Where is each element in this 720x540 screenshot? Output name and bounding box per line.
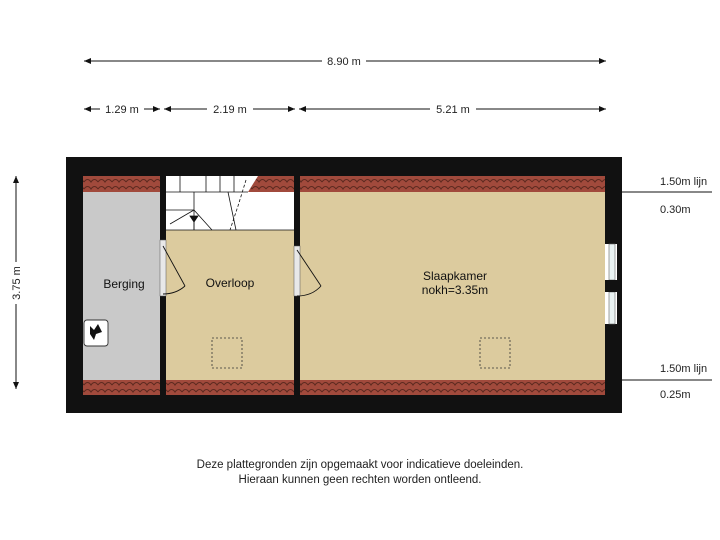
berging-floor [83, 192, 160, 380]
dimension-total-width-label: 8.90 m [327, 56, 361, 68]
door-berging [162, 245, 186, 295]
dimension-depth: 3.75 m [8, 176, 24, 389]
room-label-slaapkamer: Slaapkamer [423, 269, 487, 283]
door-frame [159, 239, 167, 297]
dimension-segment-3-label: 5.21 m [436, 104, 470, 116]
slaapkamer-floor [300, 192, 605, 380]
dimension-total-width: 8.90 m [84, 53, 606, 69]
roof-tiles [166, 380, 294, 395]
roof-tiles [300, 380, 605, 395]
dimension-segment-2-label: 2.19 m [213, 104, 247, 116]
overloop-floor [166, 230, 294, 380]
room-ridge-height: nokh=3.35m [422, 283, 488, 297]
roof-tiles [83, 176, 160, 192]
disclaimer: Deze plattegronden zijn opgemaakt voor i… [0, 458, 720, 488]
line-annotation-top-label: 1.50m lijn [660, 176, 707, 188]
door-slaapkamer [296, 249, 322, 297]
line-annotation-top: 1.50m lijn 0.30m [622, 176, 712, 216]
line-annotation-top-offset: 0.30m [660, 204, 691, 216]
roof-tiles [83, 380, 160, 395]
roof-tiles [300, 176, 605, 192]
skylight [479, 337, 511, 369]
dimension-segment-2: 2.19 m [164, 101, 295, 117]
boiler-icon [83, 319, 109, 347]
window [608, 243, 616, 281]
dimension-segment-3: 5.21 m [299, 101, 606, 117]
disclaimer-line-2: Hieraan kunnen geen rechten worden ontle… [238, 474, 482, 486]
window [608, 291, 616, 325]
skylight [211, 337, 243, 369]
dimension-depth-label: 3.75 m [11, 266, 23, 300]
window-mullion [605, 280, 622, 292]
line-annotation-bottom: 1.50m lijn 0.25m [622, 363, 712, 401]
disclaimer-line-1: Deze plattegronden zijn opgemaakt voor i… [196, 459, 524, 471]
staircase [166, 176, 294, 231]
dimension-segment-1-label: 1.29 m [105, 104, 139, 116]
dimension-segment-1: 1.29 m [84, 101, 160, 117]
room-label-berging: Berging [103, 277, 144, 291]
roof-tiles [248, 176, 294, 192]
room-label-overloop: Overloop [206, 276, 255, 290]
line-annotation-bottom-offset: 0.25m [660, 389, 691, 401]
line-annotation-bottom-label: 1.50m lijn [660, 363, 707, 375]
